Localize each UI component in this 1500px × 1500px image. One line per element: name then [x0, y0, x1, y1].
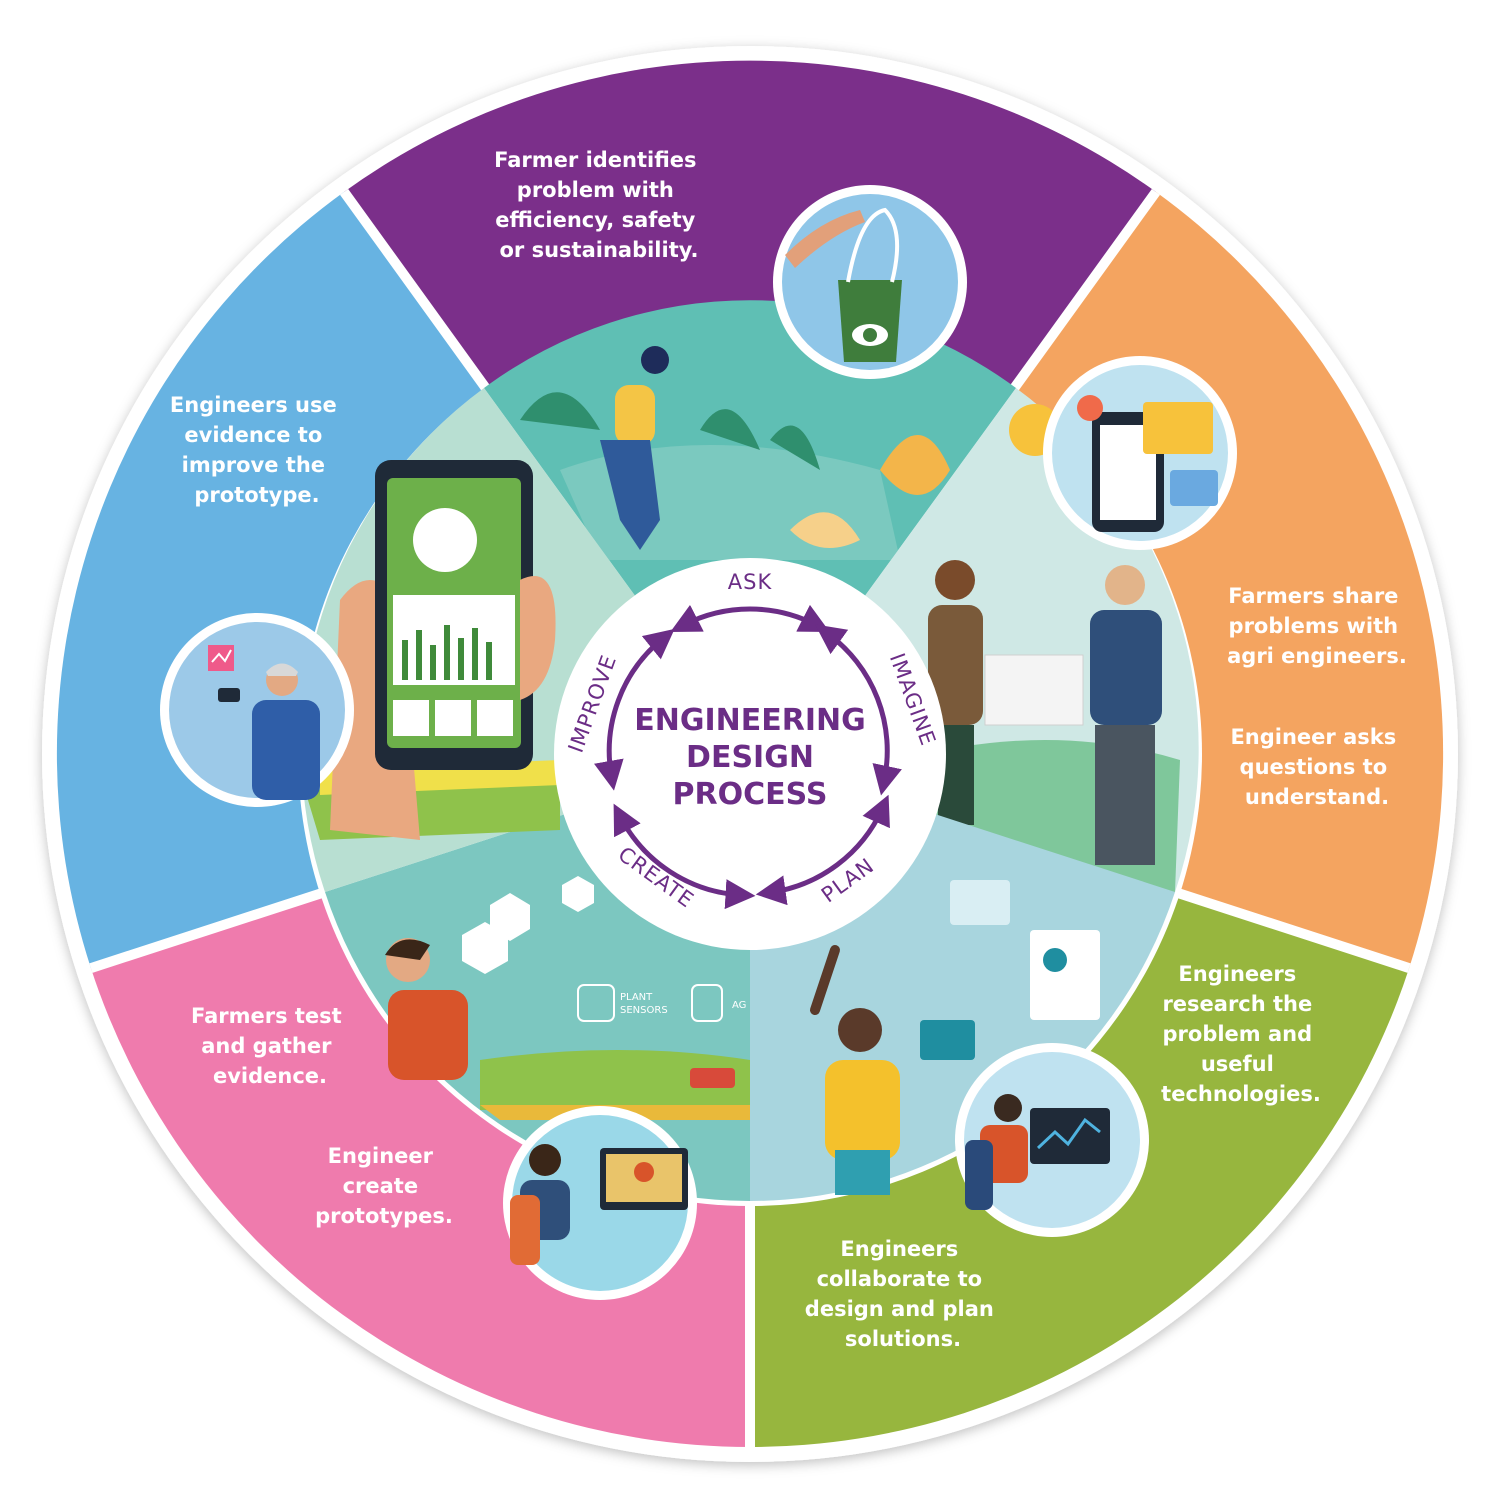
ag-partial-label: AG [732, 1000, 746, 1011]
ask-badge [773, 185, 967, 379]
create-description-2: Engineer create prototypes. [315, 1144, 453, 1228]
improve-badge [160, 613, 354, 807]
imagine-description-1: Farmers share problems with agri enginee… [1227, 584, 1407, 668]
imagine-description-2: Engineer asks questions to understand. [1230, 725, 1403, 809]
title-line-3: PROCESS [673, 777, 828, 812]
create-description-1: Farmers test and gather evidence. [191, 1004, 349, 1088]
plant-sensors-label-2: SENSORS [620, 1005, 668, 1016]
illustration-ask [484, 300, 1016, 754]
create-badge [503, 1106, 697, 1300]
ask-description: Farmer identifies problem with efficienc… [494, 148, 704, 262]
arrow-create [613, 803, 756, 910]
plant-sensors-label-1: PLANT [620, 992, 653, 1003]
outer-texts: Farmer identifies problem with efficienc… [170, 148, 1407, 1351]
stage-ask: ASK [728, 570, 773, 594]
cycle-arrows [594, 604, 902, 910]
plan-description-1: Engineers research the problem and usefu… [1161, 962, 1321, 1106]
arrow-plan [755, 794, 890, 906]
title-line-2: DESIGN [686, 740, 814, 775]
arrow-improve [594, 628, 675, 791]
arrow-imagine [815, 624, 902, 796]
plan-badge [955, 1043, 1149, 1237]
arrow-ask [670, 604, 830, 632]
plan-description-2: Engineers collaborate to design and plan… [805, 1237, 1001, 1351]
title-line-1: ENGINEERING [634, 703, 865, 738]
center-title: ENGINEERING DESIGN PROCESS [634, 703, 865, 812]
imagine-badge [1043, 356, 1237, 550]
improve-description: Engineers use evidence to improve the pr… [170, 393, 344, 507]
